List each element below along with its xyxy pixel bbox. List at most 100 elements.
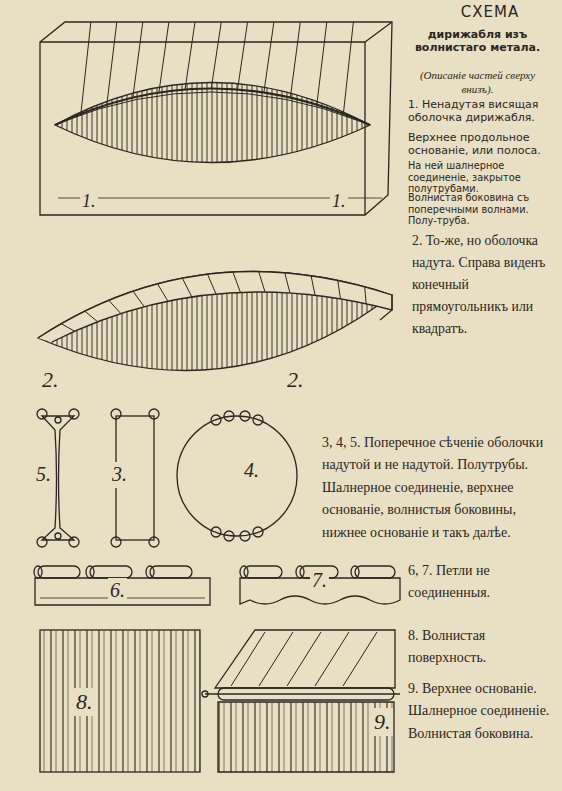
figure-number: 9. (372, 708, 393, 736)
section-figure-4-part (224, 411, 234, 421)
section-figure-4-part (224, 531, 234, 541)
description-text: 1. Ненадутая висящая оболочка дирижабля. (408, 98, 553, 124)
loops-figure-7-part (240, 566, 248, 578)
section-figure-5-part (69, 409, 79, 419)
title: СХЕМА (440, 3, 540, 22)
section-figure-4-part (240, 411, 250, 421)
frame-figure-1-part (55, 83, 370, 163)
section-figure-3-part (111, 409, 121, 419)
hinge-figure-9-part (205, 693, 400, 695)
inflated-envelope-figure-2-part-part (61, 324, 74, 332)
frame-figure-1-part-part (317, 22, 327, 105)
section-figure-5-part (37, 537, 47, 547)
loops-figure-6 (34, 566, 210, 605)
frame-figure-1-part-part (159, 22, 169, 93)
section-figure-5-part (55, 417, 61, 423)
inflated-envelope-figure-2-part-part (259, 272, 265, 292)
section-figure-4 (177, 411, 297, 541)
figure-number: 4. (242, 458, 261, 484)
description-text: Волнистая боковина съ поперечными волнам… (408, 192, 553, 227)
figure-number: 8. (74, 688, 95, 716)
inflated-envelope-figure-2-part (380, 295, 392, 320)
figure-number: 6. (108, 578, 127, 604)
figure-number: 1. (330, 190, 348, 213)
loops-figure-6-part (35, 578, 210, 605)
section-figure-4-part (211, 415, 221, 425)
section-figure-4-part (253, 527, 263, 537)
loops-figure-6-part (90, 566, 132, 578)
hinge-figure-9-part (202, 691, 208, 697)
inflated-envelope-figure-2-part-part (365, 287, 366, 304)
section-figure-4-part (240, 531, 250, 541)
loops-figure-7-part (244, 566, 282, 578)
section-figure-5-part (37, 409, 47, 419)
frame-figure-1 (40, 22, 392, 215)
figure-number: 3. (110, 462, 129, 488)
frame-figure-1-part-part (185, 22, 195, 90)
loops-figure-7-part (351, 566, 359, 578)
loops-figure-6-part (34, 566, 42, 578)
section-figure-5-part (69, 537, 79, 547)
hinge-figure-9-part-part (287, 632, 321, 686)
inflated-envelope-figure-2-part (38, 272, 392, 342)
section-figure-4-part (253, 415, 263, 425)
inflated-envelope-figure-2-part-part (311, 276, 315, 296)
frame-figure-1-part-part (107, 22, 117, 105)
inflated-envelope-figure-2-part-part (158, 284, 168, 301)
inflated-envelope-figure-2-part-part (182, 278, 191, 297)
inflated-envelope-figure-2-part (61, 272, 366, 332)
inflated-envelope-figure-2 (38, 272, 392, 371)
hinge-figure-9-part-part (315, 632, 349, 686)
hinge-figure-9-part (218, 702, 394, 772)
description-text: 8. Волнистая поверхность. (408, 625, 548, 670)
corrugated-surface-figure-8 (40, 630, 200, 772)
loops-figure-6-part (38, 566, 80, 578)
loops-figure-6-part (86, 566, 94, 578)
description-text: 6, 7. Петли не соединенныя. (408, 560, 548, 605)
inflated-envelope-figure-2-part-part (338, 280, 341, 298)
hinge-figure-9-part-part (259, 632, 293, 686)
description-text: (Описаніе частей сверху внизъ). (410, 68, 545, 96)
description-text: Верхнее продольное основаніе, или полоса… (408, 131, 553, 157)
hinge-figure-9-part-part (343, 632, 377, 686)
section-figure-3-part (111, 537, 121, 547)
section-figure-4-part (211, 527, 221, 537)
figure-number: 5. (34, 462, 53, 488)
description-text: 2. То-же, но оболочка надута. Справа вид… (412, 230, 557, 340)
frame-figure-1-part (62, 92, 362, 122)
hinge-figure-9 (202, 630, 400, 772)
hinge-figure-9-part (231, 632, 377, 686)
frame-figure-1-part-part (343, 22, 353, 114)
section-figure-3 (111, 409, 159, 547)
description-text: 9. Верхнее основаніе. Шалнерное соединен… (408, 678, 556, 745)
frame-figure-1-part-part (290, 22, 300, 98)
section-figure-5-part (55, 533, 61, 539)
hinge-figure-9-part-part (231, 632, 265, 686)
frame-figure-1-part (40, 22, 392, 215)
figure-number: 1. (80, 190, 98, 213)
frame-figure-1-part-part (211, 22, 221, 89)
figure-number: 2. (40, 366, 61, 394)
inflated-envelope-figure-2-part (38, 272, 392, 371)
hinge-figure-9-part (215, 630, 395, 688)
loops-figure-7-part (296, 566, 304, 578)
inflated-envelope-figure-2-part-part (208, 274, 217, 294)
corrugated-surface-figure-8-part (40, 630, 200, 772)
loops-figure-7 (240, 566, 400, 604)
frame-figure-1-part-part (264, 22, 274, 93)
frame-figure-1-part (55, 89, 370, 126)
figure-number: 2. (285, 366, 306, 394)
inflated-envelope-figure-2-part-part (133, 291, 144, 307)
section-figure-3-part (149, 409, 159, 419)
figure-number: 7. (310, 568, 329, 594)
loops-figure-6-part (146, 566, 154, 578)
description-text: 3, 4, 5. Поперечное сѣченіе оболочки над… (322, 432, 556, 544)
frame-figure-1-part-part (81, 22, 91, 114)
frame-figure-1-part (365, 22, 392, 42)
loops-figure-7-part (355, 566, 395, 578)
inflated-envelope-figure-2-part-part (233, 272, 240, 292)
description-text: На ней шалнерное соединеніе, закрытое по… (408, 160, 553, 195)
inflated-envelope-figure-2-part-part (85, 311, 98, 322)
